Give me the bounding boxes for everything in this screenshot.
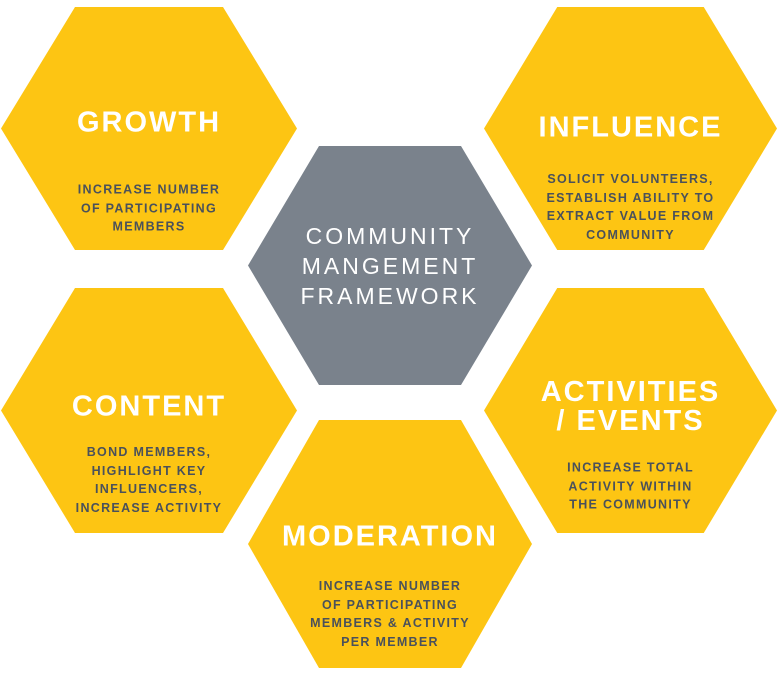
growth-title: GROWTH	[76, 106, 222, 139]
activities-events-title: ACTIVITIES/ EVENTS	[540, 376, 721, 437]
moderation-title: MODERATION	[281, 520, 498, 553]
hexagon-influence: INFLUENCE SOLICIT VOLUNTEERS,ESTABLISH A…	[484, 7, 777, 250]
content-title: CONTENT	[71, 390, 227, 423]
influence-title: INFLUENCE	[538, 111, 723, 144]
